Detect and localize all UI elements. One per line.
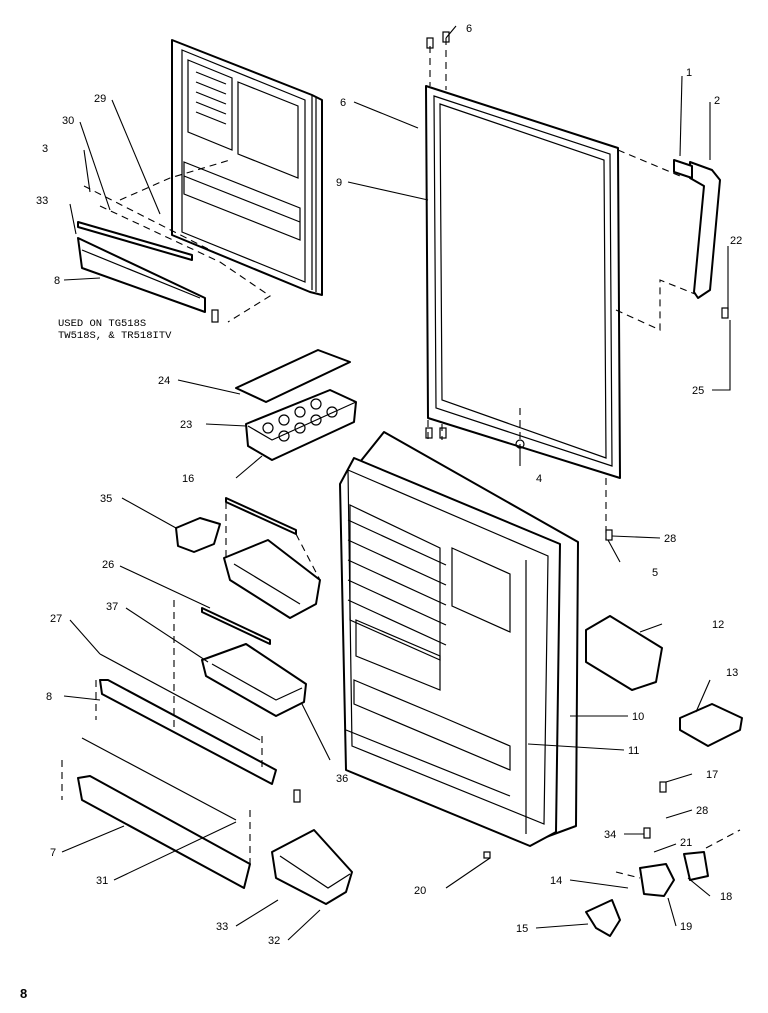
callout-30: 30 (62, 115, 74, 127)
callout-26: 26 (102, 559, 114, 571)
callout-27: 27 (50, 613, 62, 625)
callout-13: 13 (726, 667, 738, 679)
callout-17: 17 (706, 769, 718, 781)
fresh-food-door-liner (339, 457, 561, 847)
hinge-assembly (585, 851, 709, 937)
door-handle (673, 159, 721, 299)
tray-13 (679, 703, 743, 747)
callout-15: 15 (516, 923, 528, 935)
callout-6b: 6 (466, 23, 472, 35)
usage-note-line-2: TW518S, & TR518ITV (58, 330, 172, 342)
callout-28a: 28 (664, 533, 676, 545)
callout-36: 36 (336, 773, 348, 785)
callout-9: 9 (336, 177, 342, 189)
leader-lines (61, 25, 731, 941)
callout-16: 16 (182, 473, 194, 485)
callout-8b: 8 (46, 691, 52, 703)
door-shelf-lower (77, 737, 251, 889)
callout-28b: 28 (696, 805, 708, 817)
fresh-food-door-frame (425, 85, 621, 479)
callout-23: 23 (180, 419, 192, 431)
freezer-door-inner-panel (171, 39, 323, 296)
callout-4: 4 (536, 473, 542, 485)
callout-34: 34 (604, 829, 616, 841)
callout-22: 22 (730, 235, 742, 247)
ice-tray-cover (235, 349, 351, 403)
screws-and-fasteners (211, 31, 729, 859)
callout-8a: 8 (54, 275, 60, 287)
door-shelf-upper (99, 653, 277, 785)
callout-31: 31 (96, 875, 108, 887)
callout-19: 19 (680, 921, 692, 933)
callout-10: 10 (632, 711, 644, 723)
callout-1: 1 (686, 67, 692, 79)
callout-35: 35 (100, 493, 112, 505)
page-number: 8 (20, 986, 27, 1001)
callout-11: 11 (628, 745, 639, 757)
ice-cube-tray (245, 389, 357, 461)
callout-32: 32 (268, 935, 280, 947)
callout-20: 20 (414, 885, 426, 897)
callout-12: 12 (712, 619, 724, 631)
dairy-compartment (201, 643, 307, 717)
door-accessory-12 (585, 615, 663, 691)
callout-29: 29 (94, 93, 106, 105)
egg-cup (175, 517, 221, 553)
callout-7: 7 (50, 847, 56, 859)
callout-18: 18 (720, 891, 732, 903)
door-bin-lower (271, 829, 353, 905)
callout-3: 3 (42, 143, 48, 155)
usage-note-line-1: USED ON TG518S (58, 318, 146, 330)
door-bin-small (223, 539, 321, 619)
callout-labels: 1 2 3 4 5 6 6 7 8 8 9 10 11 12 13 14 15 … (36, 23, 742, 947)
callout-33a: 33 (36, 195, 48, 207)
callout-2: 2 (714, 95, 720, 107)
shelf-bar-middle (201, 607, 271, 645)
callout-33b: 33 (216, 921, 228, 933)
callout-21: 21 (680, 837, 692, 849)
callout-25: 25 (692, 385, 704, 397)
callout-24: 24 (158, 375, 170, 387)
callout-37: 37 (106, 601, 118, 613)
shelf-bar-upper (225, 497, 297, 535)
callout-6a: 6 (340, 97, 346, 109)
callout-14: 14 (550, 875, 562, 887)
freezer-door-shelf-bar (77, 221, 206, 313)
callout-5: 5 (652, 567, 658, 579)
